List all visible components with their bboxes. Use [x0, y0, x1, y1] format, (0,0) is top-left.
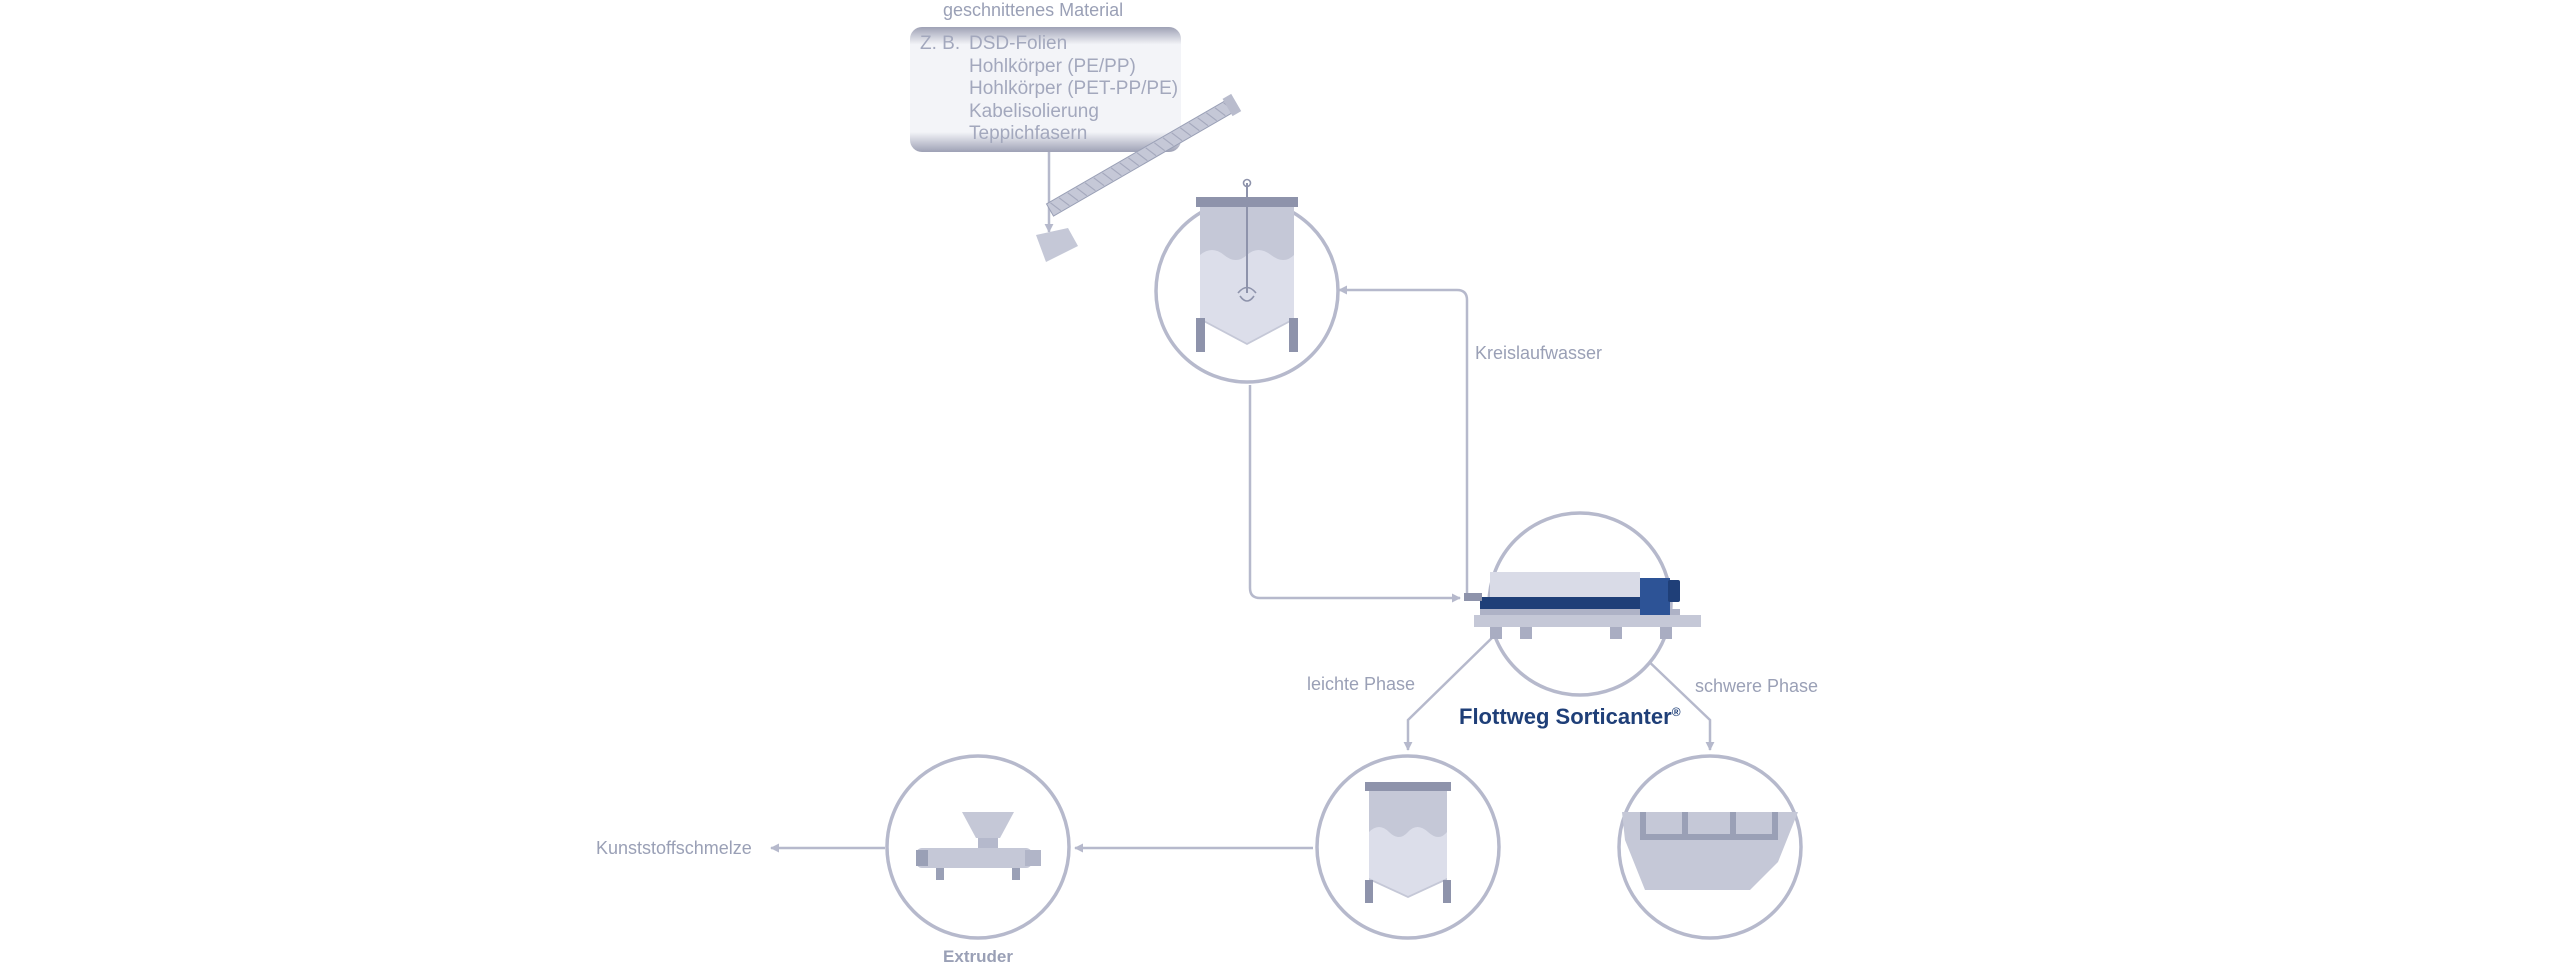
extruder-die	[916, 850, 928, 866]
flow-line-light-phase	[1403, 631, 1499, 751]
flow-lines	[770, 152, 1715, 853]
flow-line-recirculation	[1338, 285, 1469, 600]
skip-rib	[1682, 812, 1688, 837]
input-material-box: geschnittenes Material Z. B. DSD-Folien …	[910, 0, 1181, 152]
agitator-motor	[1242, 178, 1252, 188]
skip-body	[1622, 812, 1798, 890]
silo-lid	[1365, 782, 1451, 791]
skip-rib	[1772, 812, 1778, 837]
registered-mark: ®	[1672, 705, 1681, 719]
decanter-foot	[1490, 627, 1502, 639]
input-item: Teppichfasern	[969, 123, 1087, 144]
recirculation-label: Kreislaufwasser	[1475, 343, 1602, 363]
silo-contents	[1369, 827, 1447, 896]
conveyor-end-cap	[1222, 93, 1242, 117]
flow-line-tank-to-decanter	[1248, 385, 1461, 603]
decanter-foot	[1660, 627, 1672, 639]
conveyor-hopper	[1036, 228, 1078, 262]
input-item: DSD-Folien	[969, 33, 1067, 54]
skip-rib	[1640, 812, 1646, 837]
extruder-neck	[978, 838, 998, 848]
silo-icon	[1315, 754, 1501, 940]
decanter-foot	[1610, 627, 1622, 639]
decanter-frame	[1474, 615, 1701, 627]
tank-leg	[1196, 318, 1205, 352]
input-item: Kabelisolierung	[969, 101, 1099, 122]
extruder-foot	[936, 868, 944, 880]
decanter-centrifuge-icon	[1464, 511, 1701, 697]
skip-rail	[1640, 834, 1778, 840]
input-item: Hohlkörper (PE/PP)	[969, 56, 1136, 77]
tank-liquid	[1200, 250, 1294, 343]
extruder-icon	[885, 754, 1071, 940]
extruder-foot	[1012, 868, 1020, 880]
silo-leg	[1443, 880, 1451, 903]
extruder-drive	[1025, 850, 1041, 866]
decanter-drive	[1640, 578, 1670, 615]
extruder-barrel	[916, 848, 1032, 868]
mixing-tank-icon	[1154, 178, 1340, 384]
input-box-title: geschnittenes Material	[943, 0, 1123, 20]
skip-rib	[1730, 812, 1736, 837]
input-item: Hohlkörper (PET-PP/PE)	[969, 78, 1178, 99]
input-box-prefix: Z. B.	[920, 33, 960, 54]
tank-leg	[1289, 318, 1298, 352]
extruder-hopper	[962, 812, 1014, 838]
conveyor-screw-thread	[1050, 102, 1235, 212]
agitator-blade	[1237, 286, 1257, 302]
heavy-phase-label: schwere Phase	[1695, 676, 1818, 696]
extruder-label: Extruder	[943, 947, 1013, 966]
input-box-background	[910, 27, 1181, 152]
decanter-bowl	[1480, 597, 1650, 609]
decanter-feed-pipe	[1464, 593, 1482, 601]
decanter-foot	[1520, 627, 1532, 639]
decanter-base	[1480, 609, 1680, 615]
sorticanter-name: Flottweg Sorticanter	[1459, 704, 1672, 729]
skip-container-icon	[1617, 754, 1803, 940]
silo-leg	[1365, 880, 1373, 903]
screw-conveyor-icon	[1036, 93, 1242, 262]
sorticanter-label: Flottweg Sorticanter®	[1459, 704, 1681, 729]
decanter-motor	[1668, 580, 1680, 602]
light-phase-label: leichte Phase	[1307, 674, 1415, 694]
melt-label: Kunststoffschmelze	[596, 838, 752, 858]
decanter-bowl-cover	[1490, 572, 1640, 597]
